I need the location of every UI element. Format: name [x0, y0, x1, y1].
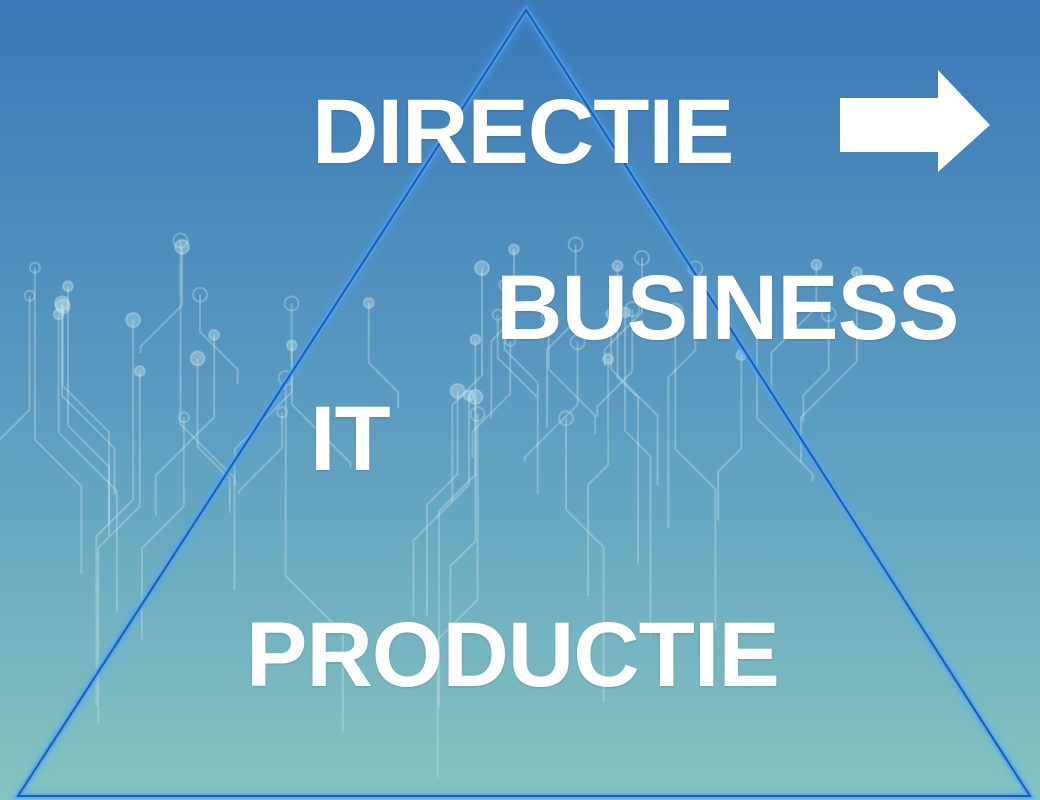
- circuit-trace: [61, 306, 111, 536]
- circuit-node: [276, 406, 289, 419]
- circuit-trace: [587, 358, 610, 597]
- circuit-node: [491, 308, 504, 321]
- circuit-trace: [97, 371, 141, 724]
- circuit-trace: [770, 264, 818, 398]
- circuit-node: [192, 286, 209, 303]
- circuit-trace: [438, 339, 477, 708]
- label-productie: PRODUCTIE: [246, 604, 780, 706]
- circuit-node: [53, 295, 70, 312]
- circuit-trace: [33, 267, 83, 575]
- circuit-trace: [471, 340, 512, 458]
- circuit-trace: [674, 310, 717, 631]
- label-business: BUSINESS: [496, 257, 959, 359]
- circuit-trace: [154, 334, 216, 516]
- arrow-right-icon: [840, 70, 990, 172]
- circuit-node: [602, 352, 615, 365]
- circuit-trace: [139, 246, 184, 353]
- circuit-trace: [802, 314, 830, 422]
- circuit-node: [504, 334, 517, 347]
- circuit-node: [751, 322, 764, 335]
- circuit-node: [540, 307, 557, 324]
- circuit-node: [850, 266, 863, 279]
- circuit-trace: [490, 249, 515, 419]
- circuit-trace: [547, 315, 597, 435]
- circuit-node: [125, 311, 142, 328]
- circuit-trace: [603, 257, 643, 367]
- circuit-node: [624, 301, 641, 318]
- circuit-node: [283, 295, 300, 312]
- circuit-trace: [523, 342, 579, 462]
- circuit-node: [498, 279, 511, 292]
- circuit-trace: [367, 303, 400, 409]
- circuit-trace: [546, 244, 577, 428]
- circuit-board-pattern: [0, 232, 863, 778]
- circuit-trace: [610, 313, 659, 485]
- circuit-node: [189, 350, 206, 367]
- circuit-node: [174, 238, 191, 255]
- circuit-node: [172, 232, 189, 249]
- circuit-trace: [564, 418, 605, 702]
- circuit-node: [605, 307, 618, 320]
- circuit-node: [633, 249, 650, 266]
- circuit-trace: [496, 314, 537, 398]
- circuit-node: [467, 389, 484, 406]
- circuit-node: [54, 298, 71, 315]
- circuit-node: [208, 328, 221, 341]
- circuit-node: [619, 306, 632, 319]
- circuit-trace: [412, 395, 470, 617]
- circuit-node: [133, 365, 146, 378]
- circuit-trace: [596, 309, 634, 418]
- circuit-trace: [451, 268, 483, 503]
- circuit-node: [557, 410, 574, 427]
- circuit-trace: [0, 295, 31, 441]
- circuit-node: [449, 382, 466, 399]
- circuit-node: [611, 259, 624, 272]
- circuit-node: [285, 339, 298, 352]
- circuit-node: [469, 406, 486, 423]
- circuit-trace: [717, 355, 743, 521]
- circuit-node: [507, 243, 520, 256]
- circuit-node: [462, 389, 475, 402]
- circuit-node: [667, 302, 684, 319]
- circuit-node: [820, 306, 837, 323]
- circuit-node: [23, 289, 36, 302]
- circuit-node: [52, 308, 65, 321]
- circuit-node: [469, 333, 482, 346]
- circuit-trace: [503, 285, 539, 494]
- circuit-trace: [196, 358, 231, 513]
- circuit-node: [362, 297, 375, 310]
- circuit-trace: [66, 286, 111, 526]
- circuit-node: [28, 261, 41, 274]
- circuit-node: [473, 260, 490, 277]
- circuit-trace: [179, 240, 236, 590]
- circuit-node: [569, 334, 586, 351]
- circuit-trace: [436, 414, 479, 778]
- circuit-trace: [60, 303, 116, 495]
- circuit-node: [810, 258, 823, 271]
- circuit-trace: [449, 397, 477, 666]
- circuit-node: [61, 280, 74, 293]
- circuit-trace: [624, 312, 652, 636]
- circuit-trace: [140, 417, 185, 641]
- triangle: [12, 4, 1036, 799]
- circuit-node: [567, 236, 584, 253]
- circuit-trace: [284, 377, 344, 733]
- label-it: IT: [310, 388, 391, 490]
- circuit-trace: [616, 265, 640, 564]
- circuit-trace: [667, 268, 697, 528]
- circuit-trace: [237, 412, 284, 495]
- circuit-trace: [57, 314, 118, 613]
- circuit-trace: [426, 390, 459, 616]
- label-directie: DIRECTIE: [312, 81, 734, 183]
- circuit-trace: [95, 319, 135, 706]
- circuit-trace: [199, 294, 239, 385]
- circuit-node: [177, 411, 190, 424]
